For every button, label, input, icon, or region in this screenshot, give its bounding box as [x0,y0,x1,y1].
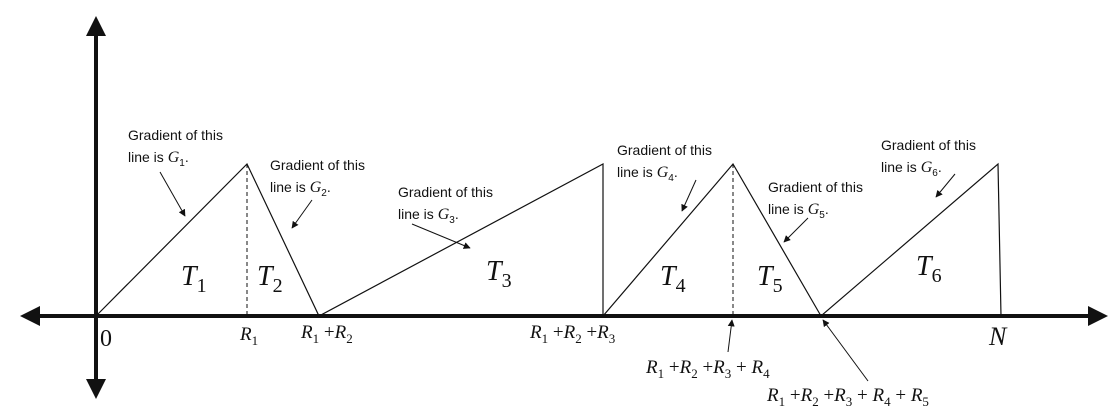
region-t5: T5 [757,261,783,297]
pointer-arrow-r5 [822,319,869,382]
mark-r1-r2: R1 +R2 [300,322,353,346]
gradient-arrow-6 [935,173,956,198]
n-label: N [988,322,1008,351]
gradient-note-6: Gradient of this line is G6. [881,137,976,179]
origin-label: 0 [100,326,112,352]
gradient-arrow-5 [783,217,809,243]
svg-text:line is G5.: line is G5. [768,201,829,221]
mark-r1-r2-r3: R1 +R2 +R3 [529,322,615,346]
region-t2: T2 [257,261,283,297]
gradient-arrow-1 [159,171,186,217]
mark-r1-to-r5: R1 +R2 +R3 + R4 + R5 [766,385,929,409]
gradient-arrow-2 [291,199,313,229]
svg-text:Gradient of this: Gradient of this [270,157,365,173]
svg-text:Gradient of this: Gradient of this [398,184,493,200]
gradient-note-1: Gradient of this line is G1. [128,127,223,169]
mark-r1-r2-r3-r4: R1 +R2 +R3 + R4 [645,357,770,381]
gradient-note-5: Gradient of this line is G5. [768,179,863,221]
region-t4: T4 [660,261,686,297]
pointer-arrow-r4 [727,319,735,353]
region-t6: T6 [916,251,942,287]
gradient-arrow-4 [681,179,697,212]
svg-text:Gradient of this: Gradient of this [128,127,223,143]
gradient-note-3: Gradient of this line is G3. [398,184,493,226]
region-t3: T3 [486,256,512,292]
waveform-line [95,162,1002,318]
svg-text:Gradient of this: Gradient of this [617,142,712,158]
svg-text:line is G6.: line is G6. [881,159,942,179]
svg-text:line is G1.: line is G1. [128,149,189,169]
svg-text:line is G2.: line is G2. [270,179,331,199]
gradient-note-2: Gradient of this line is G2. [270,157,365,199]
svg-text:Gradient of this: Gradient of this [881,137,976,153]
mark-r1: R1 [239,324,258,348]
gradient-note-4: Gradient of this line is G4. [617,142,712,184]
svg-text:line is G3.: line is G3. [398,206,459,226]
svg-text:line is G4.: line is G4. [617,164,678,184]
region-t1: T1 [181,261,207,297]
svg-text:Gradient of this: Gradient of this [768,179,863,195]
gradient-arrow-3 [411,223,471,249]
